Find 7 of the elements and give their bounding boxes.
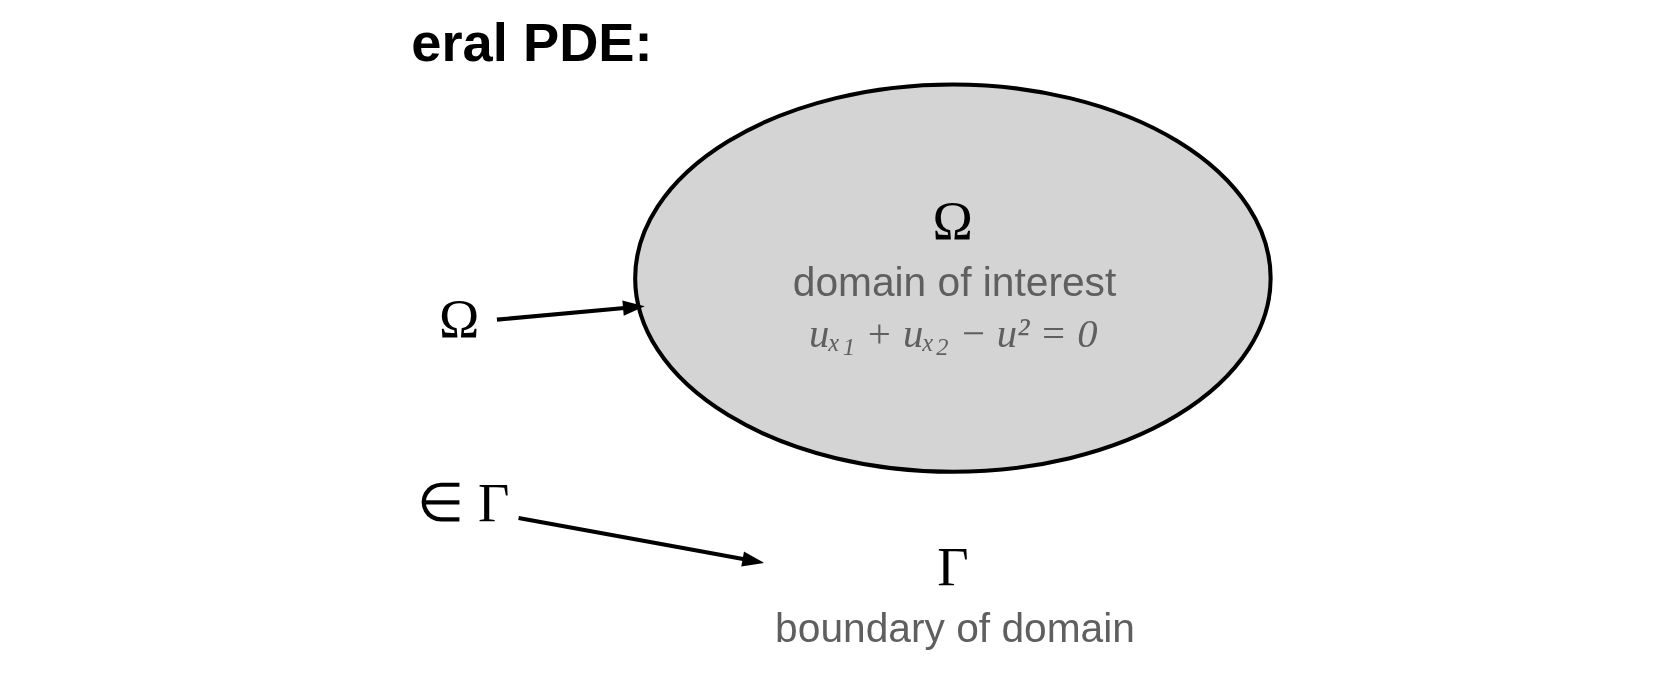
node-text: ∈ Γ	[416, 473, 509, 534]
node-text: Ω	[438, 288, 479, 349]
node-ellipse: Ω domain of interest uₓ₁ + uₓ₂ − u² = 0	[632, 82, 1273, 474]
node-text: Γ boundary of domain	[774, 536, 1135, 651]
arrow	[517, 516, 764, 567]
diagram-title: eral PDE:	[410, 12, 653, 74]
arrow	[496, 300, 645, 322]
